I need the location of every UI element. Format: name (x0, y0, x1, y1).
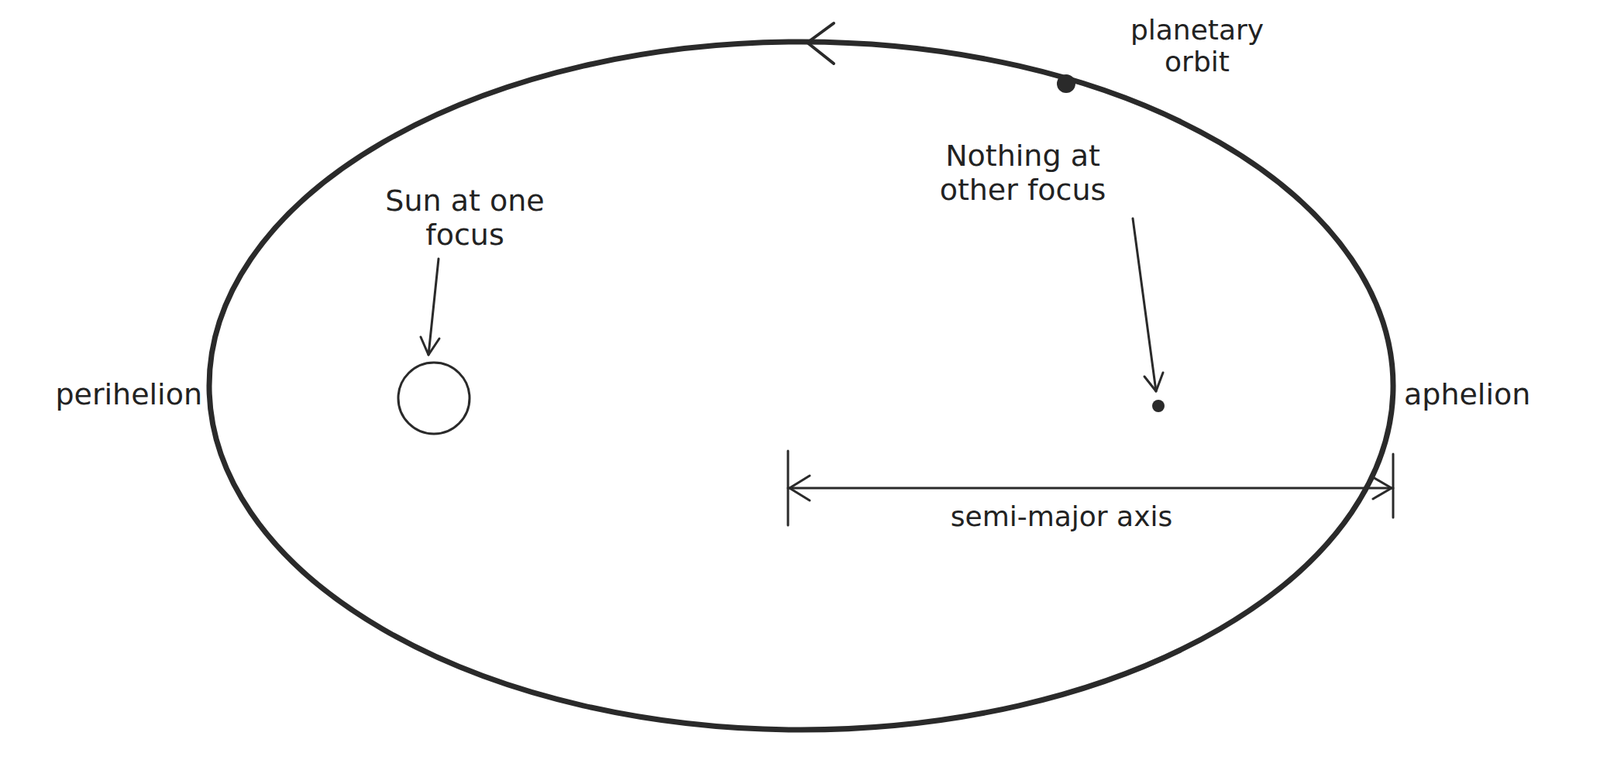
apsis-label: aphelion (1403, 378, 1594, 413)
empty-focus-dot (1152, 399, 1165, 413)
leader-arrowhead (420, 337, 440, 355)
focus-label: Nothing at other focus (910, 139, 1136, 207)
orbit-ellipse (209, 41, 1394, 730)
direction-arrow (807, 23, 834, 64)
dimension-label: semi-major axis (883, 500, 1240, 533)
dimension-tick (1392, 454, 1395, 518)
planet-dot (1056, 74, 1076, 93)
dimension-arrowhead (1372, 477, 1392, 499)
sun-circle (398, 362, 470, 434)
leader-line (1132, 218, 1157, 392)
apsis-label: perihelion (4, 378, 203, 413)
dimension-arrowhead (789, 475, 810, 501)
leader-arrowhead (1144, 372, 1164, 392)
dimension-line (787, 487, 1394, 490)
focus-label: Sun at one focus (352, 184, 578, 252)
orbit-label: planetary orbit (1115, 13, 1279, 79)
